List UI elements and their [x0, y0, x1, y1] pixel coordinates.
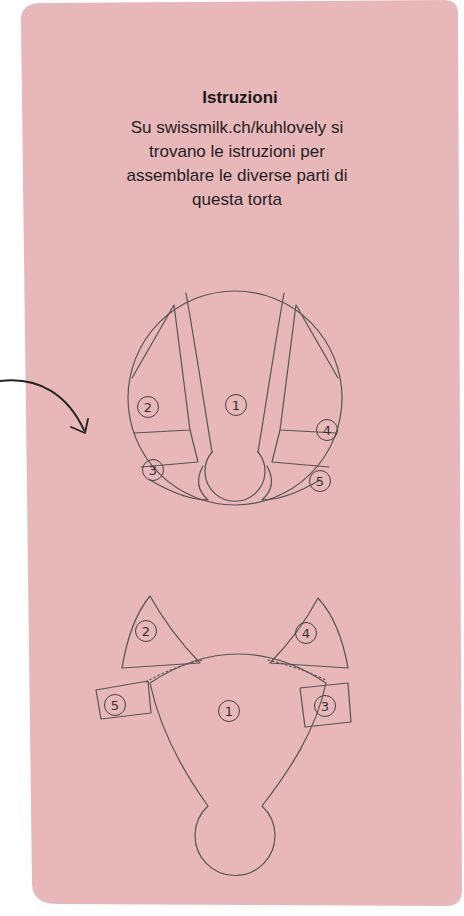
callout-circle: 2 — [135, 620, 157, 642]
callout-circle: 1 — [218, 700, 240, 722]
cake-cut-plan — [128, 291, 342, 505]
callout-number: 5 — [316, 475, 324, 488]
card-background — [21, 0, 462, 906]
callout-number: 1 — [225, 705, 233, 718]
callout-number: 2 — [142, 625, 150, 638]
title: Istruzioni — [130, 88, 350, 108]
pointer-arrow — [0, 380, 88, 433]
callout-circle: 5 — [309, 470, 331, 492]
callout-circle: 1 — [225, 394, 247, 416]
instruction-text: Su swissmilk.ch/kuhlovely si trovano le … — [108, 116, 366, 212]
cow-head-plan — [96, 596, 351, 876]
callout-number: 2 — [144, 401, 152, 414]
callout-number: 3 — [321, 700, 329, 713]
callout-circle: 4 — [316, 419, 338, 441]
callout-number: 1 — [232, 399, 240, 412]
callout-circle: 5 — [104, 694, 126, 716]
callout-number: 4 — [323, 424, 331, 437]
callout-number: 3 — [149, 464, 157, 477]
callout-number: 4 — [302, 627, 310, 640]
callout-number: 5 — [111, 699, 119, 712]
callout-circle: 2 — [137, 396, 159, 418]
callout-circle: 3 — [314, 695, 336, 717]
callout-circle: 3 — [142, 459, 164, 481]
callout-circle: 4 — [295, 622, 317, 644]
